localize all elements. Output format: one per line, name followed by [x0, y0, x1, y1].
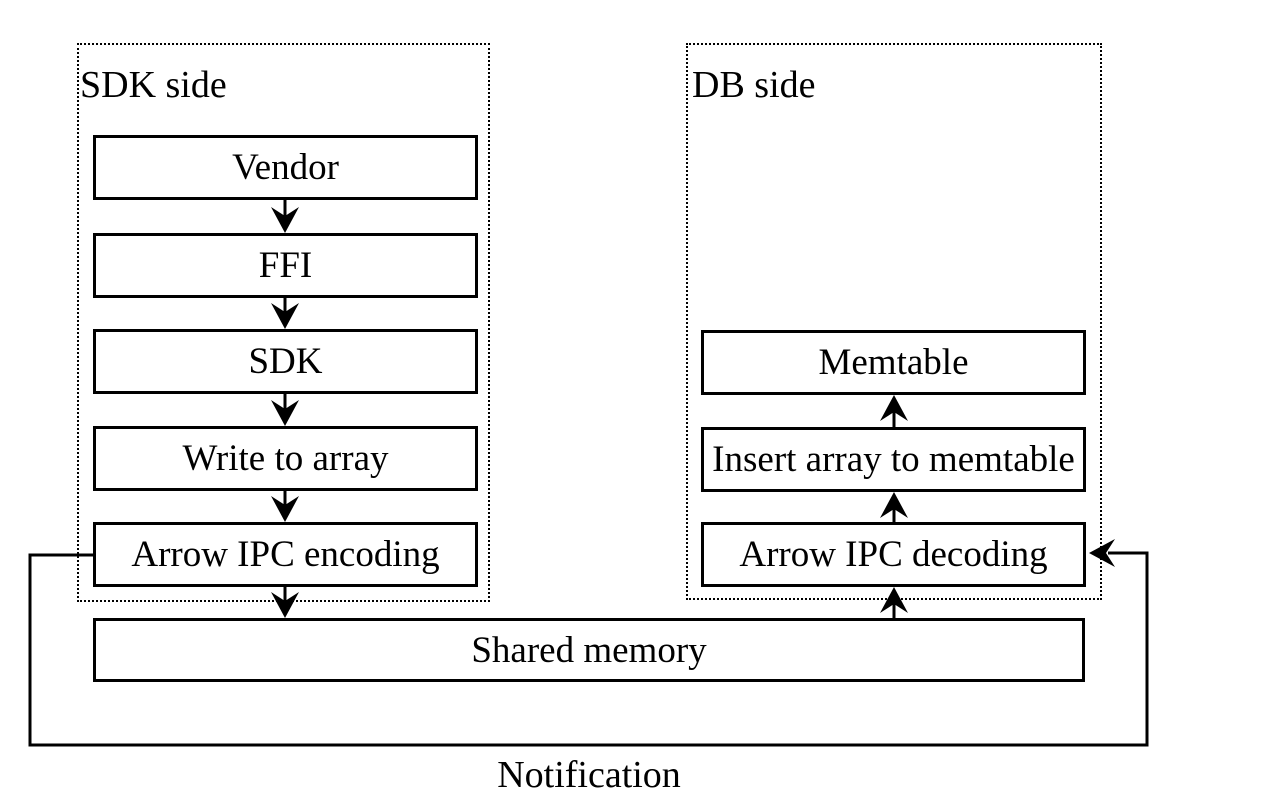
node-arrow-ipc-encoding: Arrow IPC encoding: [93, 522, 478, 587]
sdk-side-label: SDK side: [80, 64, 227, 106]
db-side-label: DB side: [692, 64, 816, 106]
node-sdk: SDK: [93, 329, 478, 394]
node-insert-array-to-memtable: Insert array to memtable: [701, 427, 1086, 492]
notification-label: Notification: [497, 754, 681, 796]
sdk-side-panel: [77, 43, 490, 602]
node-vendor: Vendor: [93, 135, 478, 200]
node-write-to-array: Write to array: [93, 426, 478, 491]
node-ffi: FFI: [93, 233, 478, 298]
node-memtable: Memtable: [701, 330, 1086, 395]
node-arrow-ipc-decoding: Arrow IPC decoding: [701, 522, 1086, 587]
node-shared-memory: Shared memory: [93, 618, 1085, 682]
db-side-panel: [686, 43, 1102, 600]
